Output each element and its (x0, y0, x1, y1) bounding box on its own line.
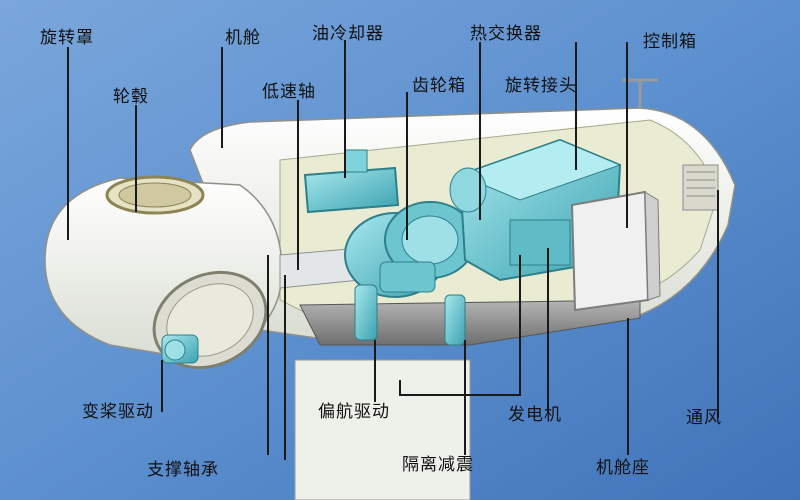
vent-grille-icon (682, 164, 719, 211)
yaw-drives (354, 261, 466, 346)
label-generator: 发电机 (508, 405, 562, 425)
pitch-drive-motor (161, 334, 199, 364)
oil-cooler (303, 149, 400, 214)
label-low-speed-shaft: 低速轴 (262, 82, 316, 102)
label-nacelle: 机舱 (225, 28, 261, 48)
label-yaw-drive: 偏航驱动 (318, 402, 390, 422)
label-gearbox: 齿轮箱 (412, 76, 466, 96)
label-heat-exchanger: 热交换器 (470, 24, 542, 44)
label-pitch-drive: 变桨驱动 (82, 402, 154, 422)
label-oil-cooler: 油冷却器 (312, 24, 384, 44)
hub-blade-ring-inner (118, 182, 192, 208)
label-vibration-isolation: 隔离减震 (402, 455, 474, 475)
label-support-bearing: 支撑轴承 (147, 460, 219, 480)
label-spinner-cover: 旋转罩 (40, 28, 94, 48)
leader-vibration-isolation (399, 255, 521, 396)
label-rotary-joint: 旋转接头 (505, 76, 577, 96)
control-box (570, 190, 661, 312)
label-hub: 轮毂 (113, 87, 149, 107)
tower (294, 359, 471, 500)
label-ventilation: 通风 (686, 408, 722, 428)
leader-lines (67, 40, 719, 460)
label-control-box: 控制箱 (643, 32, 697, 52)
label-nacelle-base: 机舱座 (596, 458, 650, 478)
